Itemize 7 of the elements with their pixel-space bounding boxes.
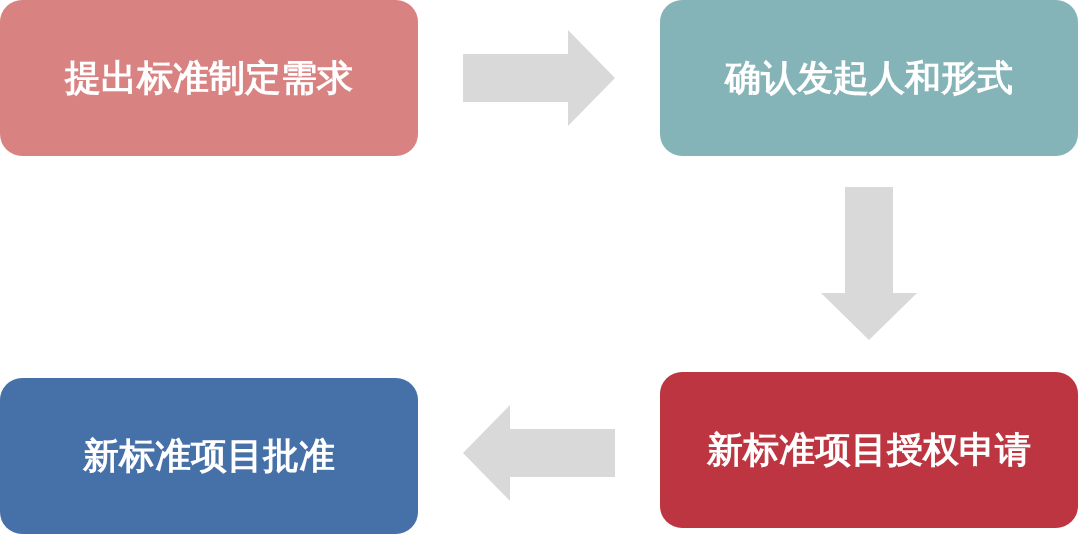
process-box: 提出标准制定需求 (0, 0, 418, 156)
arrow (821, 187, 917, 340)
process-box: 确认发起人和形式 (660, 0, 1078, 156)
arrow (463, 30, 615, 126)
process-box: 新标准项目批准 (0, 378, 418, 534)
process-box: 新标准项目授权申请 (660, 372, 1078, 528)
arrow (463, 405, 615, 501)
